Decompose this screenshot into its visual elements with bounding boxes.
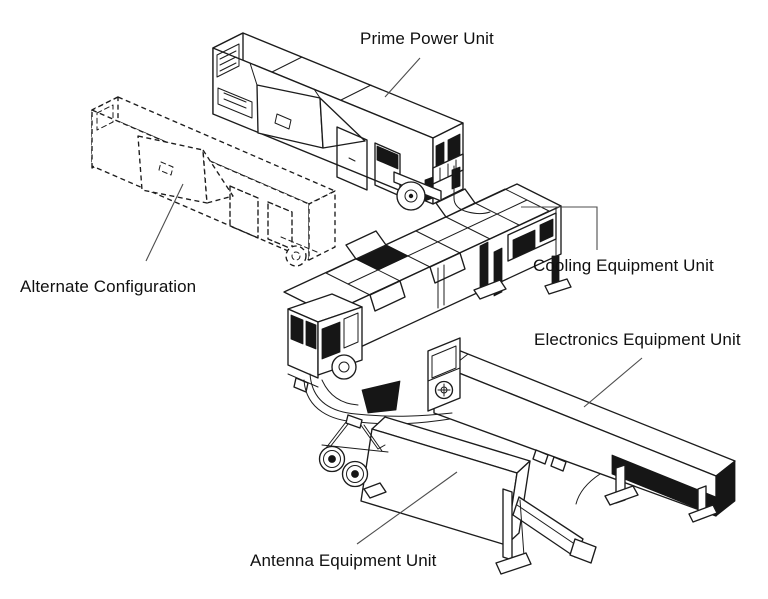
ceu-cab-panel-dark — [321, 321, 341, 360]
ceu-under-wedge — [361, 380, 401, 414]
leader-alternate-configuration — [145, 183, 184, 262]
aeu-tongue-cap — [569, 538, 597, 564]
eeu-cabinet-panel — [431, 345, 457, 379]
ceu-cab-wheel — [331, 354, 357, 380]
ppu-door-side-flap — [319, 97, 366, 149]
eeu-foot-1 — [604, 485, 639, 506]
label-antenna-equipment-unit: Antenna Equipment Unit — [250, 551, 437, 570]
ceu-frame-post-1 — [479, 241, 489, 291]
alt-door-hole — [158, 161, 174, 176]
leader-electronics — [583, 357, 643, 408]
ceu-hanging-hatch-1 — [429, 252, 466, 284]
ppu-door-hinge-links — [249, 62, 321, 99]
aeu-frame-foot — [363, 482, 387, 499]
ceu-cab — [287, 293, 363, 393]
ppu-front-vent-band — [217, 87, 253, 119]
aeu-jack-foot — [495, 552, 532, 575]
ceu-cab-window-2 — [305, 320, 317, 350]
alt-rear-face — [308, 190, 336, 261]
ceu-foot-right — [544, 278, 572, 295]
ceu-grille-dark-2 — [539, 218, 554, 243]
ppu-door-window — [376, 145, 399, 170]
antenna-equipment-unit-drawing — [318, 414, 601, 575]
ceu-grille-dark-1 — [512, 229, 536, 259]
aeu-aframe — [321, 414, 389, 453]
ceu-cab-window-1 — [290, 314, 304, 345]
alt-end-vent — [96, 104, 114, 131]
cooling-equipment-unit-drawing — [283, 165, 572, 414]
leader-antenna — [356, 471, 458, 545]
eeu-rail-clamp-1 — [532, 449, 549, 465]
ppu-end-vent — [216, 43, 240, 78]
label-electronics-equipment-unit: Electronics Equipment Unit — [534, 330, 741, 349]
label-prime-power-unit: Prime Power Unit — [360, 29, 494, 48]
ceu-roof-hatch-grid — [325, 188, 550, 312]
ceu-frame-post-3 — [437, 264, 445, 309]
eeu-vent-band — [611, 454, 717, 517]
aeu-aframe-apex — [345, 414, 363, 429]
alternate-configuration-drawing — [91, 96, 336, 267]
alt-fender-line — [280, 236, 318, 253]
ppu-mudflap-right — [451, 166, 461, 190]
label-cooling-equipment-unit: Cooling Equipment Unit — [533, 256, 714, 275]
electronics-equipment-unit-drawing — [427, 337, 736, 523]
eeu-foot-2 — [688, 504, 718, 523]
ceu-hanging-hatch-2 — [369, 280, 406, 312]
ppu-door-hole — [274, 113, 292, 130]
ppu-side-door-1 — [336, 126, 368, 191]
ppu-roof-seam — [271, 56, 372, 101]
eeu-left-cabinet — [427, 337, 461, 412]
aeu-jack-post — [502, 488, 513, 561]
ceu-cab-panel — [343, 312, 359, 349]
alt-front-door-1 — [229, 185, 259, 239]
aeu-eeu-cable — [575, 473, 601, 505]
label-alternate-configuration: Alternate Configuration — [20, 277, 197, 296]
alt-wheel — [285, 245, 307, 267]
ceu-raised-hatch-1 — [345, 230, 387, 260]
ceu-frame-foot — [473, 279, 507, 300]
leader-prime-power — [384, 57, 421, 98]
eeu-rail-clamp-2 — [550, 456, 567, 472]
leader-lines — [145, 57, 643, 545]
alt-door-side-flap — [202, 149, 234, 204]
ppu-to-ceu-cable — [453, 165, 491, 214]
leader-cooling — [521, 206, 598, 250]
prime-power-unit-drawing — [212, 32, 464, 211]
